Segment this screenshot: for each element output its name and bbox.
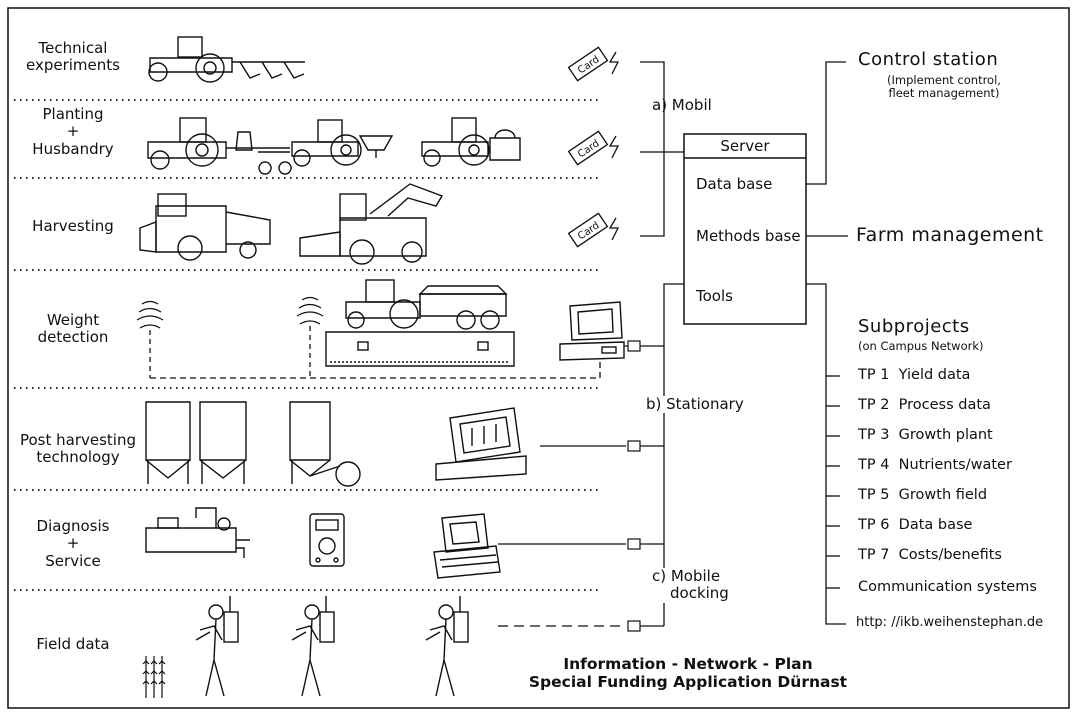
category-label: experiments (26, 56, 120, 75)
server-item-tools: Tools (696, 287, 733, 305)
category-label: Technical (38, 39, 108, 57)
tractor-plough-icon (148, 36, 305, 83)
card-icon-2: Card (567, 130, 620, 166)
category-label: Field data (36, 635, 110, 653)
subprojects-title: Subprojects (858, 316, 970, 337)
mobil-bracket (640, 61, 684, 237)
category-label: Diagnosis (36, 517, 110, 535)
category-label: Husbandry (32, 139, 114, 158)
channel-mobil-label: a) Mobil (652, 96, 712, 114)
silos-icon (145, 401, 361, 487)
control-station-title: Control station (858, 49, 999, 70)
category-label: Post harvesting (19, 431, 136, 449)
outer-frame (7, 7, 1070, 709)
category-technical-experiments: Technical experiments (18, 39, 128, 75)
category-diagnosis-service: Diagnosis + Service (18, 517, 128, 570)
category-harvesting: Harvesting (18, 217, 128, 235)
footer-title: Information - Network - Plan Special Fun… (518, 655, 858, 692)
subproject-item: TP 4 Nutrients/water (858, 457, 1012, 473)
weighbridge-icon (325, 279, 515, 367)
tractor-spreader-icon (291, 119, 394, 167)
docking-connectors (624, 340, 641, 632)
category-label: + (66, 122, 80, 141)
stationary-bracket (498, 283, 684, 627)
forage-harvester-icon (299, 183, 444, 265)
card-icon-1: Card (567, 46, 620, 82)
server-title: Server (720, 137, 770, 155)
server-item-methods-base: Methods base (696, 227, 801, 245)
channel-mobile-line: c) Mobile (652, 567, 721, 585)
plants-icon (142, 656, 166, 698)
tractor-sprayer-icon (421, 117, 521, 167)
farm-management-label: Farm management (856, 224, 1044, 246)
subprojects-subtitle: (on Campus Network) (858, 339, 984, 353)
weight-dashed-link (150, 360, 601, 379)
footer-line: Information - Network - Plan (563, 655, 813, 673)
footer-line: Special Funding Application Dürnast (528, 672, 848, 691)
category-label: Service (45, 551, 101, 570)
category-label: technology (36, 448, 120, 467)
field-worker-icon-1 (195, 596, 239, 697)
lab-computer-icon (435, 407, 527, 481)
category-planting-husbandry: Planting + Husbandry (18, 105, 128, 158)
channel-mobile-docking-label: c) Mobile docking (650, 567, 731, 603)
subproject-item: TP 2 Process data (858, 397, 991, 413)
subproject-item: Communication systems (858, 579, 1037, 595)
category-label: Weight (46, 311, 100, 329)
control-station-subtitle: (Implement control, fleet management) (852, 73, 1036, 101)
server-item-data-base: Data base (696, 175, 773, 193)
subproject-item: TP 7 Costs/benefits (858, 547, 1002, 563)
multimeter-icon (309, 513, 345, 567)
subproject-item: TP 6 Data base (858, 517, 973, 533)
category-label: Planting (42, 105, 104, 123)
tractor-seeder-icon (147, 117, 292, 175)
server-box (683, 133, 807, 325)
category-label: Harvesting (32, 217, 114, 235)
engine-tester-icon (145, 507, 250, 558)
laptop-tester-icon (433, 513, 501, 579)
pc-icon-weight (559, 301, 625, 361)
combine-harvester-icon (139, 193, 271, 261)
category-label: + (66, 534, 80, 553)
category-post-harvesting: Post harvesting technology (14, 431, 142, 467)
card-icon-3: Card (567, 212, 620, 248)
control-station-sub-line: fleet management) (888, 86, 1000, 101)
category-label: detection (37, 328, 109, 347)
antenna-icon-1 (136, 300, 164, 378)
subproject-item: TP 5 Growth field (858, 487, 988, 503)
channel-docking-line: docking (670, 584, 729, 603)
category-field-data: Field data (18, 635, 128, 653)
project-url-link[interactable]: http: //ikb.weihenstephan.de (856, 615, 1044, 630)
server-right-connectors (806, 61, 848, 625)
channel-stationary-label: b) Stationary (644, 395, 746, 414)
control-station-sub-line: (Implement control, (887, 73, 1001, 87)
subproject-item: TP 1 Yield data (858, 367, 971, 383)
category-weight-detection: Weight detection (18, 311, 128, 347)
antenna-icon-2 (296, 296, 324, 378)
subproject-item: TP 3 Growth plant (858, 427, 993, 443)
field-worker-icon-2 (291, 596, 335, 697)
field-worker-icon-3 (425, 596, 469, 697)
